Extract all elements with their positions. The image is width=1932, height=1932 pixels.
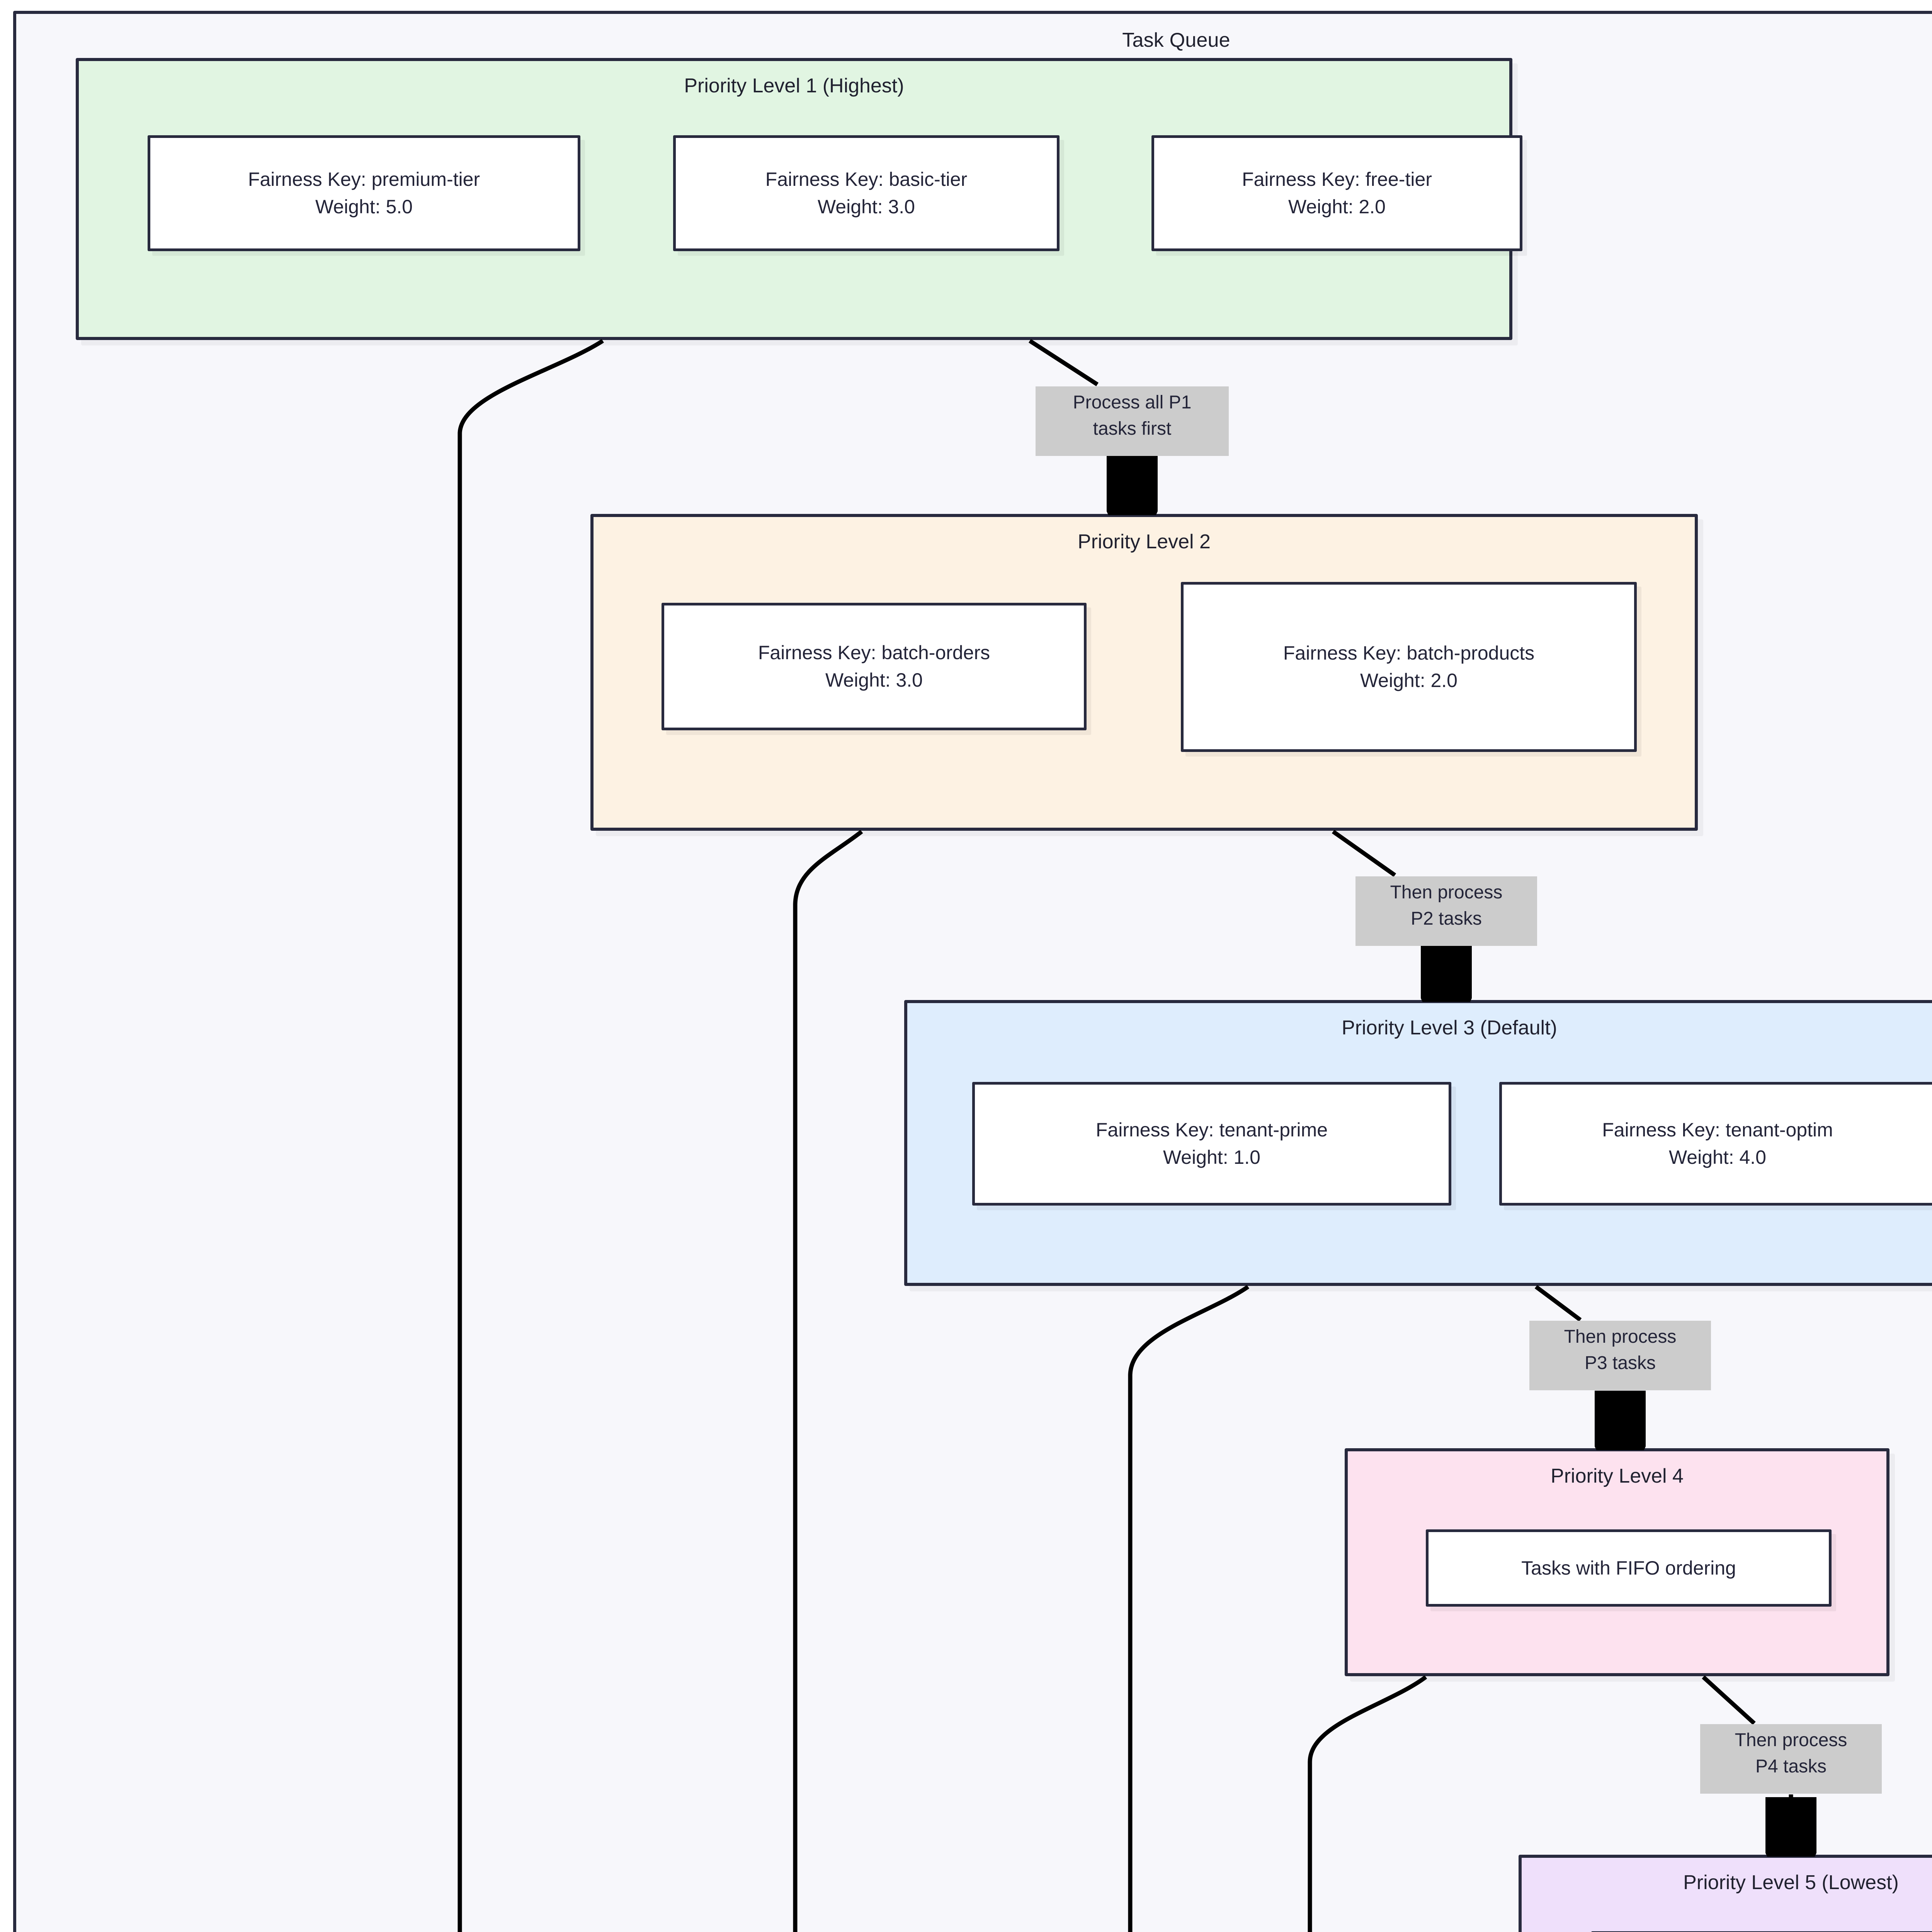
priority-level-1-title: Priority Level 1 (Highest) — [684, 75, 904, 97]
weight-label: Weight: 4.0 — [1668, 1146, 1766, 1168]
edge-label-p3-to-p4: Then process P3 tasks — [1529, 1321, 1711, 1390]
fifo-label: Tasks with FIFO ordering — [1521, 1557, 1736, 1579]
edge-label-p1-to-p2: Process all P1 tasks first — [1036, 386, 1229, 456]
fairness-key-label: Fairness Key: free-tier — [1242, 168, 1432, 190]
fairness-key-label: Fairness Key: batch-products — [1283, 642, 1535, 664]
edge-label-p4-to-p5: Then process P4 tasks — [1700, 1724, 1882, 1794]
priority-level-3-title: Priority Level 3 (Default) — [1342, 1017, 1557, 1039]
priority-level-5-title: Priority Level 5 (Lowest) — [1683, 1871, 1899, 1894]
fairness-key-node-tenant-optim[interactable]: Fairness Key: tenant-optim Weight: 4.0 — [1499, 1082, 1932, 1206]
fifo-tasks-node-p5[interactable]: Tasks with FIFO ordering — [1591, 1931, 1932, 1932]
fairness-key-node-batch-orders[interactable]: Fairness Key: batch-orders Weight: 3.0 — [662, 603, 1087, 730]
fairness-key-node-tenant-prime[interactable]: Fairness Key: tenant-prime Weight: 1.0 — [972, 1082, 1451, 1206]
priority-level-2-title: Priority Level 2 — [1078, 531, 1211, 553]
fairness-key-label: Fairness Key: basic-tier — [765, 168, 968, 190]
fairness-key-label: Fairness Key: batch-orders — [758, 642, 990, 663]
priority-level-4-title: Priority Level 4 — [1551, 1465, 1684, 1487]
task-queue-title: Task Queue — [1122, 29, 1230, 51]
fairness-key-node-basic-tier[interactable]: Fairness Key: basic-tier Weight: 3.0 — [673, 135, 1060, 251]
weight-label: Weight: 3.0 — [817, 196, 915, 218]
weight-label: Weight: 1.0 — [1163, 1146, 1260, 1168]
weight-label: Weight: 3.0 — [825, 669, 923, 691]
weight-label: Weight: 2.0 — [1360, 670, 1458, 691]
weight-label: Weight: 5.0 — [315, 196, 413, 218]
weight-label: Weight: 2.0 — [1288, 196, 1386, 218]
fairness-key-node-premium-tier[interactable]: Fairness Key: premium-tier Weight: 5.0 — [148, 135, 580, 251]
fairness-key-label: Fairness Key: premium-tier — [248, 168, 480, 190]
fifo-tasks-node-p4[interactable]: Tasks with FIFO ordering — [1426, 1529, 1832, 1607]
priority-level-5-cluster[interactable]: Priority Level 5 (Lowest) — [1519, 1855, 1932, 1932]
fairness-key-label: Fairness Key: tenant-prime — [1095, 1119, 1328, 1141]
fairness-key-label: Fairness Key: tenant-optim — [1602, 1119, 1833, 1141]
edge-label-p2-to-p3: Then process P2 tasks — [1355, 876, 1537, 946]
fairness-key-node-free-tier[interactable]: Fairness Key: free-tier Weight: 2.0 — [1151, 135, 1522, 251]
fairness-key-node-batch-products[interactable]: Fairness Key: batch-products Weight: 2.0 — [1181, 582, 1637, 752]
